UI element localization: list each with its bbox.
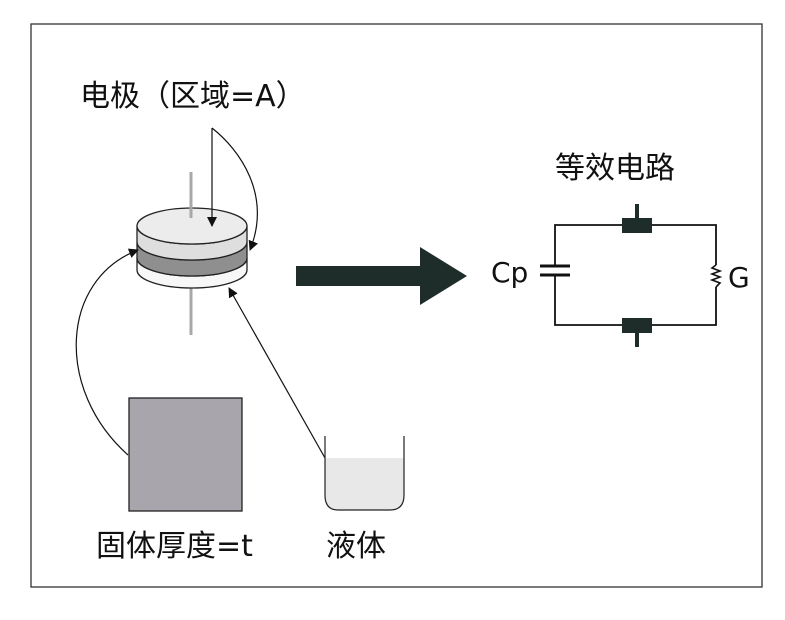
electrode-label: 电极（区域=A） [80, 79, 306, 114]
solid-sample-block [128, 397, 243, 512]
liquid-label: 液体 [326, 529, 386, 564]
beaker-outline [324, 436, 405, 511]
liquid-callout-pointer [228, 287, 326, 459]
transform-arrow [296, 247, 467, 305]
equivalent-circuit [540, 204, 723, 347]
equivalent-circuit-title: 等效电路 [555, 151, 675, 186]
bottom-electrode-terminal [622, 318, 652, 347]
conductance-label: G [728, 261, 750, 294]
solid-label: 固体厚度=t [96, 529, 253, 564]
top-electrode-terminal [622, 204, 652, 233]
capacitor-label: Cp [491, 256, 528, 289]
solid-callout-pointer [75, 248, 139, 456]
electrode-stack [136, 172, 248, 335]
electrode-callout-curve [211, 127, 258, 251]
liquid-fill [325, 458, 404, 510]
liquid-beaker [324, 436, 405, 511]
resistor-symbol [709, 264, 723, 288]
